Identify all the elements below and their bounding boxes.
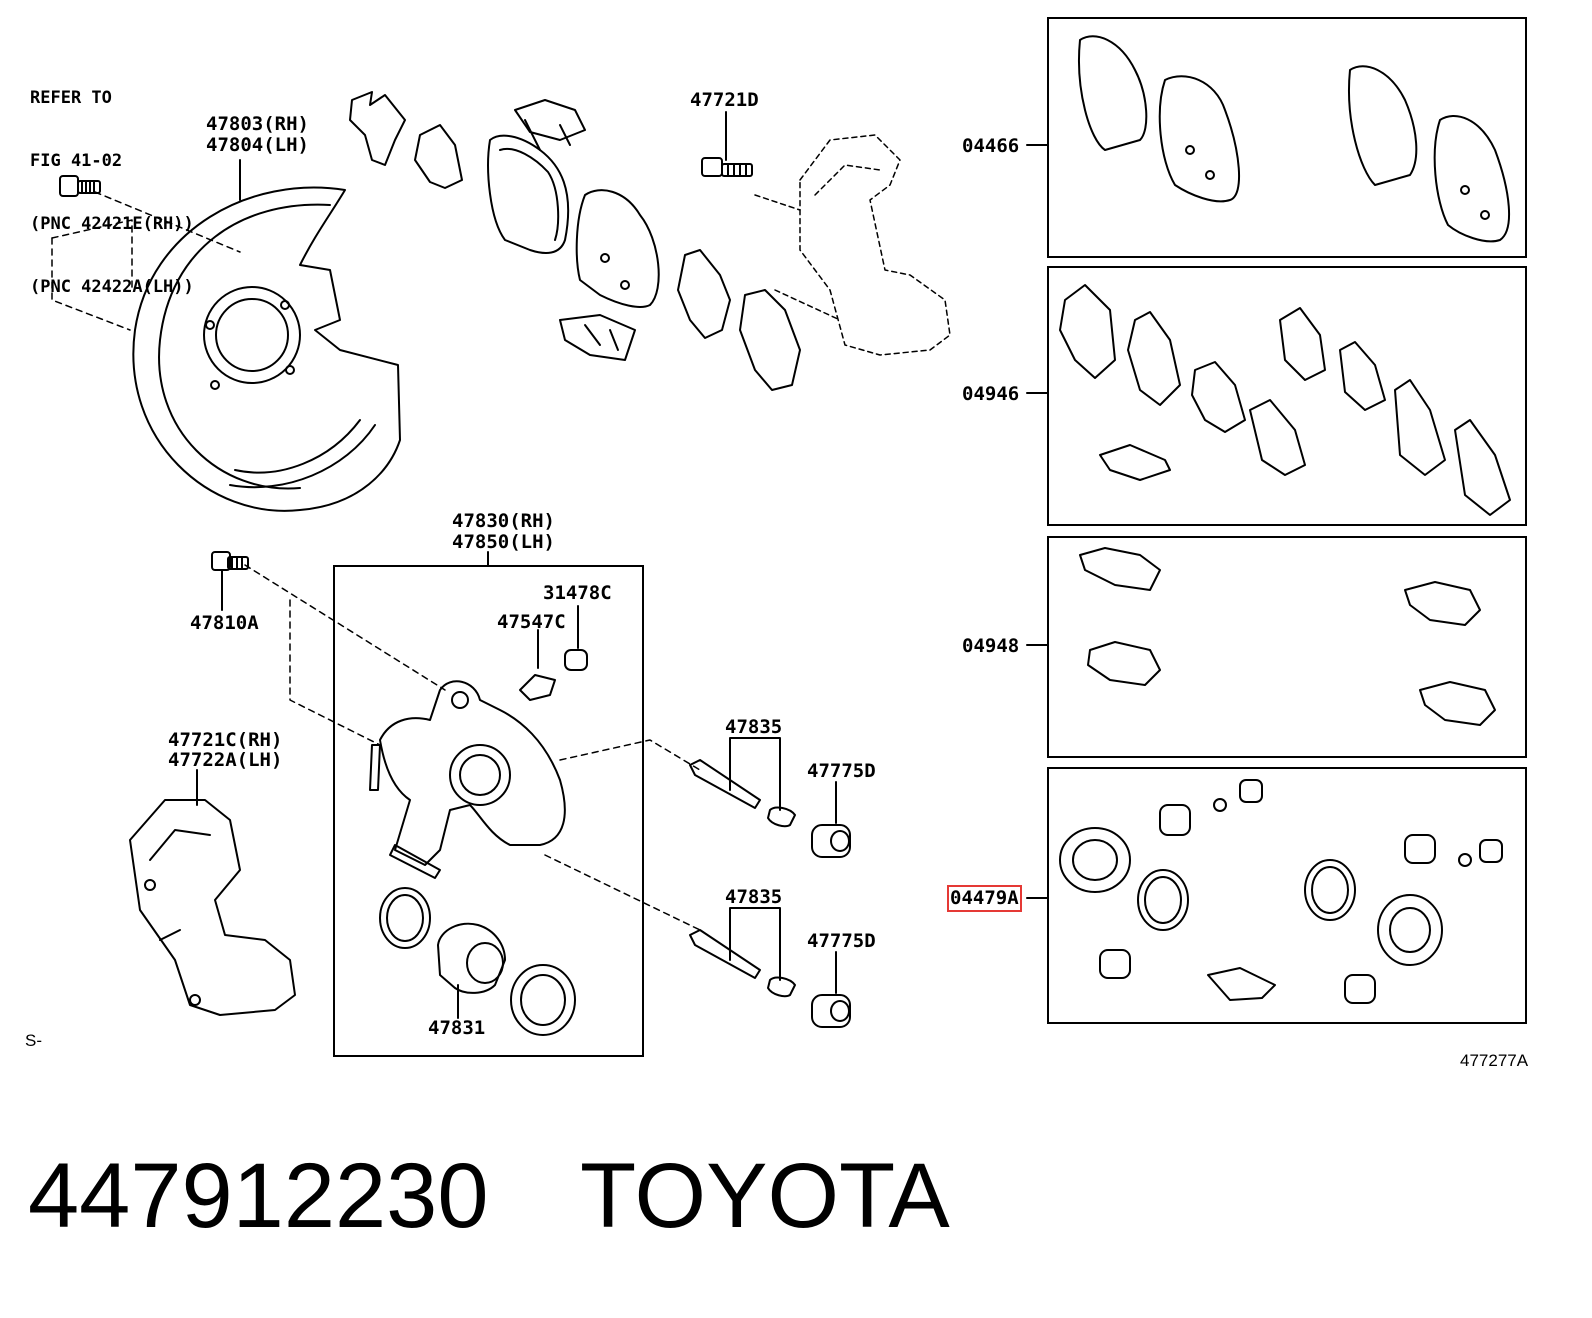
piston-47831-drawing bbox=[379, 887, 576, 1036]
label-47721d[interactable]: 47721D bbox=[690, 89, 759, 111]
kit-04479a-seals-drawing bbox=[1059, 779, 1503, 1004]
label-47850[interactable]: 47850(LH) bbox=[452, 531, 555, 553]
brand-caption: TOYOTA bbox=[580, 1145, 950, 1247]
label-47803[interactable]: 47803(RH) bbox=[206, 113, 309, 135]
shim-drawings-top bbox=[349, 91, 801, 391]
bolt-47810a-drawing bbox=[211, 551, 249, 611]
refer-line-3: (PNC 42421E(RH)) bbox=[30, 214, 194, 234]
cap-31478c-drawing bbox=[564, 605, 588, 671]
bolt-drawing bbox=[59, 175, 101, 197]
mounting-bracket-47721c-drawing bbox=[129, 769, 296, 1016]
guide-bolt-47721d-drawing bbox=[701, 111, 753, 177]
boots-47775d-drawing bbox=[811, 781, 851, 1028]
label-47804[interactable]: 47804(LH) bbox=[206, 134, 309, 156]
label-47835-lower[interactable]: 47835 bbox=[725, 886, 783, 908]
label-47830[interactable]: 47830(RH) bbox=[452, 510, 555, 532]
label-47775d-upper[interactable]: 47775D bbox=[807, 760, 876, 782]
label-47810a[interactable]: 47810A bbox=[190, 612, 259, 634]
label-31478c[interactable]: 31478C bbox=[543, 582, 612, 604]
refer-line-4: (PNC 42422A(LH)) bbox=[30, 277, 194, 297]
refer-to-note: REFER TO FIG 41-02 (PNC 42421E(RH)) (PNC… bbox=[30, 46, 194, 319]
label-04948[interactable]: 04948 bbox=[962, 635, 1020, 657]
figure-code: 477277A bbox=[1460, 1051, 1529, 1070]
guide-pins-47835-drawing bbox=[689, 737, 796, 998]
kit-box-04946 bbox=[1047, 266, 1527, 526]
kit-box-04948 bbox=[1047, 536, 1527, 758]
label-47547c[interactable]: 47547C bbox=[497, 611, 566, 633]
dust-shield-drawing bbox=[132, 186, 401, 512]
label-04479a-highlighted[interactable]: 04479A bbox=[947, 885, 1022, 912]
bleeder-47547c-drawing bbox=[519, 629, 556, 701]
caliper-body-drawing bbox=[369, 680, 566, 879]
kit-04946-shims-drawing bbox=[1059, 284, 1511, 516]
label-47835-upper[interactable]: 47835 bbox=[725, 716, 783, 738]
label-47831[interactable]: 47831 bbox=[428, 1017, 486, 1039]
part-number-caption: 447912230 bbox=[28, 1145, 489, 1247]
label-47721c[interactable]: 47721C(RH) bbox=[168, 729, 283, 751]
label-47775d-lower[interactable]: 47775D bbox=[807, 930, 876, 952]
kit-04948-clips-drawing bbox=[1079, 547, 1496, 726]
kit-box-04466 bbox=[1047, 17, 1527, 258]
caliper-assembly-box bbox=[333, 565, 644, 1057]
kit-box-04479a bbox=[1047, 767, 1527, 1024]
label-04466[interactable]: 04466 bbox=[962, 135, 1020, 157]
label-04946[interactable]: 04946 bbox=[962, 383, 1020, 405]
kit-04466-pads-drawing bbox=[1078, 35, 1510, 243]
s-mark: S- bbox=[25, 1031, 42, 1050]
label-47722a[interactable]: 47722A(LH) bbox=[168, 749, 283, 771]
refer-line-1: REFER TO bbox=[30, 88, 112, 108]
refer-line-2: FIG 41-02 bbox=[30, 151, 123, 171]
